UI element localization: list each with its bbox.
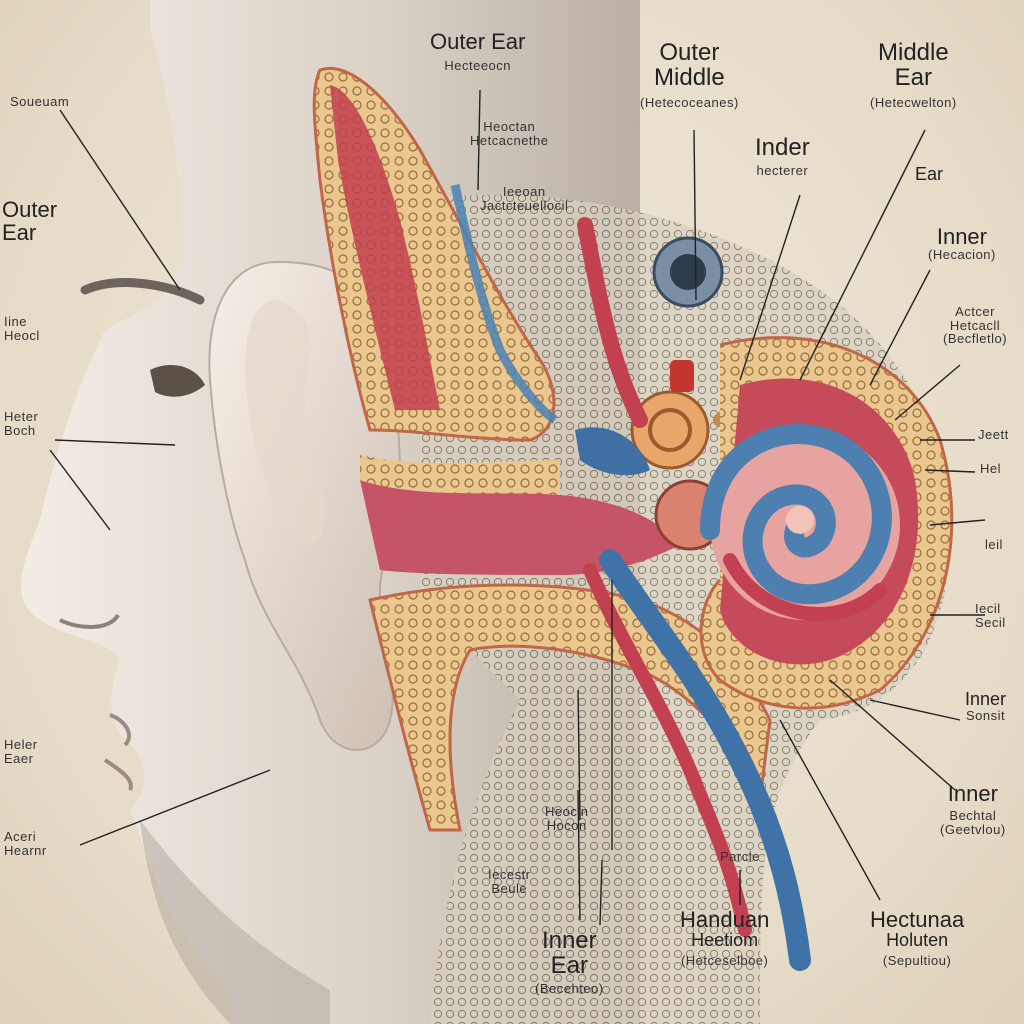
label-small-right-3: leil: [985, 537, 1003, 552]
label-ear-right: Ear: [915, 164, 944, 184]
label-parcle: Parcle: [720, 849, 760, 864]
label-soueuam: Soueuam: [10, 94, 70, 109]
label-acter: Actcer Hetcacll (Becfletlo): [943, 304, 1008, 347]
label-outer-ear-left: Outer Ear: [2, 197, 58, 246]
tympanic-vessel: [577, 217, 648, 428]
label-aceri: Aceri Hearnr: [4, 829, 47, 858]
label-inner-ear-bottom: Inner Ear (Becehteo): [535, 927, 604, 997]
label-small-right-4: Iecil Secil: [975, 601, 1006, 630]
auricle-inner-fold: [245, 300, 324, 546]
cartilage-red-layer: [330, 85, 440, 410]
canal-top-bone: [360, 455, 560, 495]
eye: [150, 365, 205, 397]
label-outer-ear-top: Outer Ear Hecteeocn: [430, 29, 526, 74]
eyebrow: [80, 278, 205, 305]
label-heter: Heter Boch: [4, 409, 39, 438]
label-iine: Iine Heocl: [4, 314, 40, 343]
label-hectunaa: Hectunaa Holuten (Sepultiou): [870, 907, 965, 968]
label-small-right-1: Jeett: [978, 427, 1009, 442]
label-iecestr: Iecestr Beule: [488, 867, 531, 896]
cartilage-blue-vessel: [450, 184, 558, 424]
label-inner-right-1: Inner (Hecacion): [928, 224, 996, 263]
cochlea-spiral: [700, 424, 900, 621]
lips: [103, 713, 133, 791]
label-small-right-2: Hel: [980, 461, 1002, 476]
small-red-block: [670, 360, 694, 392]
eustachian-tube: [599, 549, 811, 971]
label-heler-ear: Heler Eaer: [4, 737, 38, 766]
label-handuan: Handuan Heetiom (Hetceselboe): [680, 907, 770, 968]
label-outer-middle: Outer Middle (Hetecoceanes): [640, 39, 739, 111]
leader-lines: [49, 89, 986, 926]
label-inder: Inder hecterer: [755, 134, 810, 179]
label-inner-right-3: Inner Bechtal (Geetvlou): [940, 781, 1006, 837]
label-middle-ear: Middle Ear (Hetecwelton): [870, 39, 957, 111]
vestibular-sphere: [652, 236, 724, 308]
label-heoctan: Heoctan Hetcacnethe: [470, 119, 549, 148]
jaw-shadow: [140, 820, 330, 1024]
red-vessel: [583, 563, 752, 937]
label-inner-right-2: Inner Sonsit: [965, 689, 1007, 723]
nostril: [59, 613, 120, 629]
label-iecean: Ieeoan Jactcteuellocil: [480, 184, 569, 213]
label-heocin: Heocin Hocon: [545, 804, 589, 833]
ear-canal: [360, 480, 680, 575]
